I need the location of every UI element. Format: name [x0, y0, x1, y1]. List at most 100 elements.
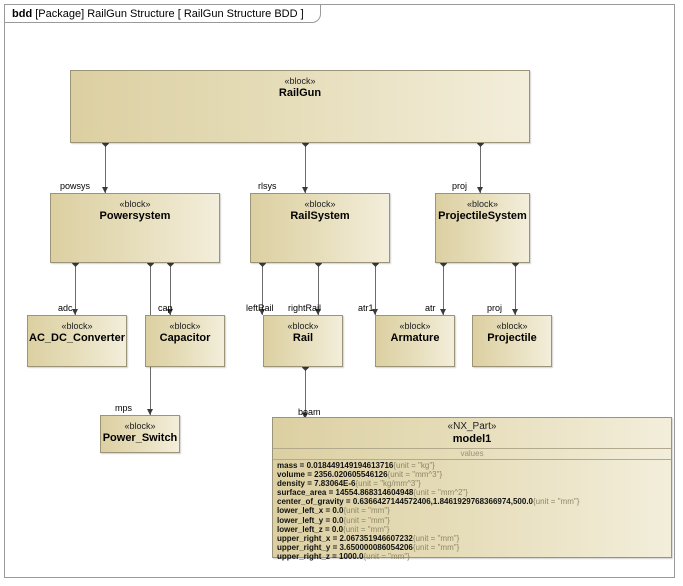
block-title: Capacitor	[159, 332, 211, 344]
value-unit: {unit = "mm^3"}	[387, 470, 443, 480]
role-label-rlsys: rlsys	[258, 181, 277, 191]
block-stereotype: «block»	[287, 321, 319, 331]
block-title: Powersystem	[99, 210, 171, 222]
value-unit: {unit = "kg/mm^3"}	[355, 479, 421, 489]
connector-projectilesystem-projectile	[515, 263, 516, 315]
role-label-proj-sys: proj	[452, 181, 468, 191]
value-row: lower_left_z = 0.0{unit = "mm"}	[277, 525, 668, 534]
frame-type-label: [Package]	[35, 8, 85, 20]
block-title: Armature	[390, 332, 440, 344]
value-unit: {unit = "mm"}	[412, 542, 460, 552]
value-name: center_of_gravity = 0.6366427144572406,1…	[277, 497, 533, 507]
values-list: mass = 0.018449149194613716{unit = "kg"}…	[277, 461, 668, 561]
role-label-atr1: atr1	[358, 303, 374, 313]
arrowhead-atr	[440, 309, 446, 315]
role-label-adc: adc	[58, 303, 73, 313]
arrowhead-rightrail	[315, 309, 321, 315]
block-model1[interactable]: «NX_Part» model1 values mass = 0.0184491…	[272, 417, 672, 561]
connector-railgun-powersystem	[105, 143, 106, 193]
role-label-leftrail: leftRail	[246, 303, 274, 313]
values-divider	[273, 459, 671, 460]
block-title: Power_Switch	[102, 432, 178, 444]
connector-railgun-railsystem	[305, 143, 306, 193]
frame-package-label: RailGun Structure	[87, 8, 175, 20]
block-stereotype: «block»	[304, 199, 336, 209]
role-label-powsys: powsys	[60, 181, 91, 191]
value-unit: {unit = "mm"}	[363, 551, 410, 561]
value-row: surface_area = 14554.868314604948{unit =…	[277, 488, 668, 497]
arrowhead-cap	[167, 309, 173, 315]
value-name: upper_right_x = 2.067351946607232	[277, 533, 413, 543]
arrowhead-atr1	[372, 309, 378, 315]
block-power-switch[interactable]: «block» Power_Switch	[100, 415, 180, 453]
arrowhead-powsys	[102, 187, 108, 193]
block-title: Rail	[292, 332, 314, 344]
block-stereotype: «block»	[284, 76, 316, 86]
value-unit: {unit = "mm"}	[533, 497, 580, 507]
block-railsystem[interactable]: «block» RailSystem	[250, 193, 390, 263]
role-label-mps: mps	[115, 403, 133, 413]
frame-kind-label: bdd	[12, 8, 33, 20]
block-armature[interactable]: «block» Armature	[375, 315, 455, 367]
block-stereotype: «block»	[61, 321, 93, 331]
block-title: AC_DC_Converter	[29, 332, 125, 344]
value-row: lower_left_x = 0.0{unit = "mm"}	[277, 506, 668, 515]
compartment-divider	[273, 448, 671, 449]
block-stereotype: «block»	[399, 321, 431, 331]
value-row: upper_right_z = 1000.0{unit = "mm"}	[277, 552, 668, 561]
role-label-beam: beam	[298, 407, 321, 417]
value-name: upper_right_y = 3.650000086054206	[277, 542, 413, 552]
connector-railgun-projectilesystem	[480, 143, 481, 193]
value-name: mass = 0.018449149194613716	[277, 461, 394, 470]
block-capacitor[interactable]: «block» Capacitor	[145, 315, 225, 367]
block-title: RailSystem	[290, 210, 350, 222]
block-title: ProjectileSystem	[438, 210, 527, 222]
connector-railsystem-rail-right	[318, 263, 319, 315]
block-stereotype: «block»	[169, 321, 201, 331]
role-label-rightrail: rightRail	[288, 303, 322, 313]
value-name: surface_area = 14554.868314604948	[277, 488, 414, 498]
value-row: upper_right_x = 2.067351946607232{unit =…	[277, 534, 668, 543]
block-stereotype: «block»	[496, 321, 528, 331]
block-ac-dc-converter[interactable]: «block» AC_DC_Converter	[27, 315, 127, 367]
block-projectilesystem[interactable]: «block» ProjectileSystem	[435, 193, 530, 263]
block-stereotype: «block»	[124, 421, 156, 431]
block-rail[interactable]: «block» Rail	[263, 315, 343, 367]
value-row: density = 7.83064E-6{unit = "kg/mm^3"}	[277, 479, 668, 488]
value-unit: {unit = "mm"}	[412, 533, 460, 543]
block-title: Projectile	[487, 332, 537, 344]
value-row: upper_right_y = 3.650000086054206{unit =…	[277, 543, 668, 552]
connector-rail-model1	[305, 367, 306, 419]
value-unit: {unit = "mm^2"}	[413, 488, 468, 498]
connector-powersystem-acdc	[75, 263, 76, 315]
value-row: lower_left_y = 0.0{unit = "mm"}	[277, 516, 668, 525]
frame-name-label: [ RailGun Structure BDD ]	[177, 8, 304, 20]
connector-railsystem-rail-left	[262, 263, 263, 315]
arrowhead-leftrail	[259, 309, 265, 315]
role-label-cap: cap	[158, 303, 173, 313]
value-name: lower_left_z = 0.0	[277, 524, 344, 534]
connector-powersystem-capacitor	[170, 263, 171, 315]
value-unit: {unit = "mm"}	[343, 524, 390, 534]
block-projectile[interactable]: «block» Projectile	[472, 315, 552, 367]
value-name: upper_right_z = 1000.0	[277, 551, 364, 561]
value-unit: {unit = "kg"}	[393, 461, 435, 470]
arrowhead-projpart	[512, 309, 518, 315]
values-compartment-label: values	[460, 449, 484, 458]
arrowhead-mps	[147, 409, 153, 415]
value-name: density = 7.83064E-6	[277, 479, 356, 489]
value-row: volume = 2356.020605546126{unit = "mm^3"…	[277, 470, 668, 479]
value-row: center_of_gravity = 0.6366427144572406,1…	[277, 497, 668, 506]
block-stereotype: «block»	[119, 199, 151, 209]
block-powersystem[interactable]: «block» Powersystem	[50, 193, 220, 263]
role-label-atr: atr	[425, 303, 436, 313]
block-title: model1	[452, 433, 492, 445]
connector-railsystem-armature-atr	[443, 263, 444, 315]
connector-railsystem-armature-atr1	[375, 263, 376, 315]
value-unit: {unit = "mm"}	[343, 506, 390, 516]
value-name: lower_left_y = 0.0	[277, 515, 344, 525]
value-unit: {unit = "mm"}	[343, 515, 390, 525]
block-railgun[interactable]: «block» RailGun	[70, 70, 530, 143]
diagram-frame-header: bdd [Package] RailGun Structure [ RailGu…	[4, 4, 321, 23]
